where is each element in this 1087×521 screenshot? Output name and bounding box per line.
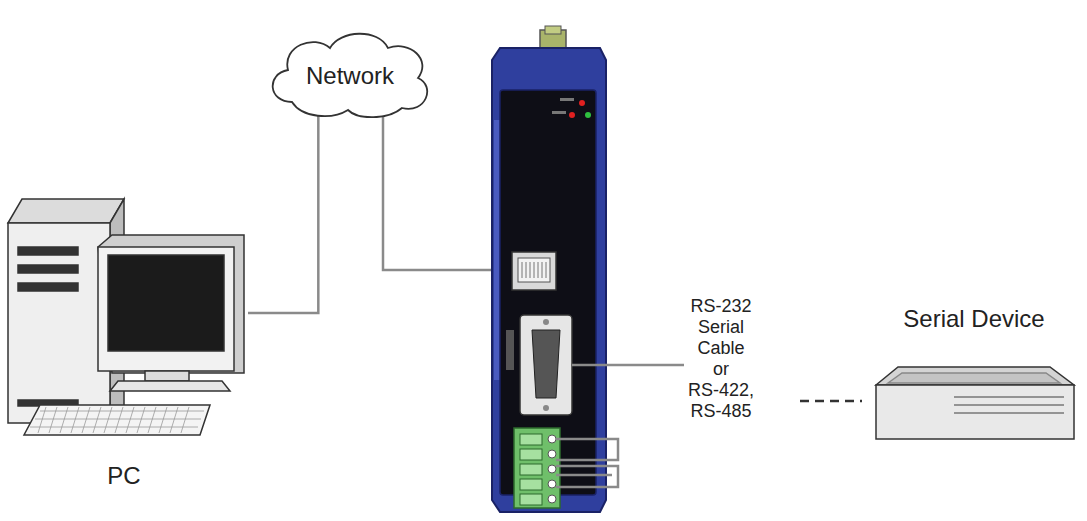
cable-label: RS-232 Serial Cable or RS-422, RS-485: [684, 296, 758, 422]
network-cable: [248, 110, 318, 313]
terminal-leads: [556, 439, 618, 487]
rs232-lead: [572, 364, 684, 367]
pc-illustration: [8, 199, 244, 435]
pc-computer: PC: [0, 195, 248, 490]
pc-outline: [0, 195, 248, 490]
cloud-shape: [273, 34, 428, 118]
cloud-label: Network: [306, 56, 394, 90]
dashed-link: [800, 400, 862, 403]
serial-device: Serial Device: [868, 305, 1080, 445]
device-label: Serial Device: [903, 305, 1044, 333]
serial-device-box: [876, 367, 1074, 439]
device-label: PC: [107, 462, 140, 490]
network-cloud: Network: [262, 28, 438, 118]
